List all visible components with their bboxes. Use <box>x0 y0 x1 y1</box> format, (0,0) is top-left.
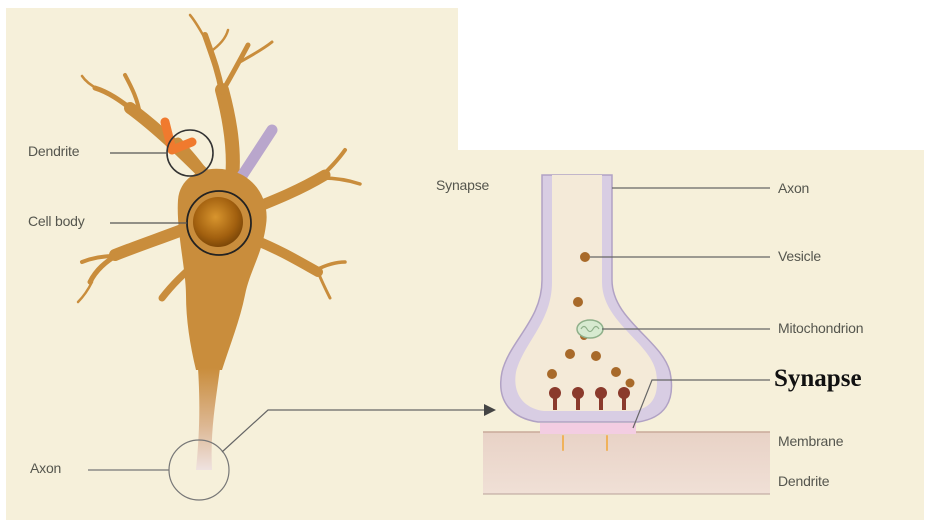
mitochondrion-label: Mitochondrion <box>778 320 863 336</box>
neuron-cell-body-label: Cell body <box>28 213 85 229</box>
vesicle-label: Vesicle <box>778 248 821 264</box>
postsynaptic-dendrite-label: Dendrite <box>778 473 829 489</box>
vesicle <box>611 367 621 377</box>
membrane-label: Membrane <box>778 433 843 449</box>
synaptic-cleft <box>540 423 636 434</box>
neuron-dendrite-label: Dendrite <box>28 143 79 159</box>
vesicle <box>591 351 601 361</box>
mitochondrion <box>577 320 603 338</box>
vesicle <box>573 297 583 307</box>
synapse-axon-label: Axon <box>778 180 809 196</box>
nucleus <box>193 197 243 247</box>
vesicle <box>580 252 590 262</box>
neuron-axon-label: Axon <box>30 460 61 476</box>
vesicle <box>626 379 635 388</box>
synapse-big-label: Synapse <box>774 365 862 393</box>
vesicle <box>547 369 557 379</box>
synapse-small-label: Synapse <box>436 177 489 193</box>
postsynaptic-dendrite <box>483 432 770 494</box>
vesicle <box>565 349 575 359</box>
